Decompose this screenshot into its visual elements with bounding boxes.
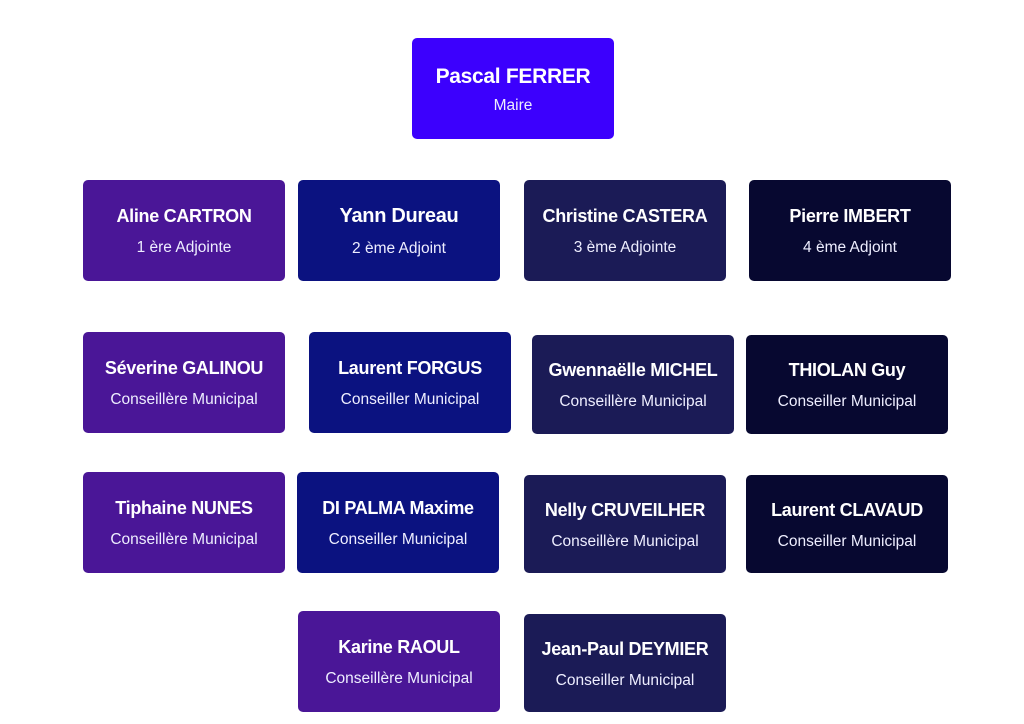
member-card: Laurent CLAVAUD Conseiller Municipal: [746, 475, 948, 573]
member-role: 2 ème Adjoint: [352, 240, 446, 257]
member-role: 3 ème Adjointe: [573, 239, 677, 256]
member-card: Karine RAOUL Conseillère Municipal: [298, 611, 500, 712]
member-role: Conseiller Municipal: [328, 531, 468, 548]
member-card: Séverine GALINOU Conseillère Municipal: [83, 332, 285, 433]
member-name: Laurent CLAVAUD: [771, 499, 923, 520]
member-name: DI PALMA Maxime: [322, 498, 474, 518]
member-role: Conseiller Municipal: [340, 391, 480, 408]
member-name: Aline CARTRON: [116, 206, 252, 226]
member-role: Maire: [493, 96, 533, 114]
member-card: DI PALMA Maxime Conseiller Municipal: [297, 472, 499, 573]
member-name: Pascal FERRER: [435, 64, 591, 88]
member-role: 4 ème Adjoint: [803, 239, 897, 256]
member-role: Conseillère Municipal: [325, 670, 473, 687]
member-card: Gwennaëlle MICHEL Conseillère Municipal: [532, 335, 734, 434]
member-role: Conseiller Municipal: [777, 393, 917, 410]
member-card: THIOLAN Guy Conseiller Municipal: [746, 335, 948, 434]
member-name: Pierre IMBERT: [789, 206, 911, 226]
member-name: Gwennaëlle MICHEL: [548, 360, 718, 380]
member-role: Conseiller Municipal: [777, 532, 917, 550]
member-name: THIOLAN Guy: [788, 360, 906, 380]
member-name: Jean-Paul DEYMIER: [541, 638, 709, 659]
member-card: Tiphaine NUNES Conseillère Municipal: [83, 472, 285, 573]
member-card: Laurent FORGUS Conseiller Municipal: [309, 332, 511, 433]
member-name: Christine CASTERA: [542, 206, 708, 226]
member-role: Conseiller Municipal: [555, 671, 695, 689]
mayor-card: Pascal FERRER Maire: [412, 38, 614, 139]
member-role: Conseillère Municipal: [551, 532, 699, 550]
member-card: Christine CASTERA 3 ème Adjointe: [524, 180, 726, 281]
member-role: Conseillère Municipal: [559, 393, 707, 410]
member-role: Conseillère Municipal: [110, 391, 258, 408]
member-card: Nelly CRUVEILHER Conseillère Municipal: [524, 475, 726, 573]
member-role: 1 ère Adjointe: [136, 239, 232, 256]
member-name: Tiphaine NUNES: [115, 498, 253, 518]
member-card: Aline CARTRON 1 ère Adjointe: [83, 180, 285, 281]
member-card: Pierre IMBERT 4 ème Adjoint: [749, 180, 951, 281]
member-name: Karine RAOUL: [338, 637, 460, 657]
member-name: Yann Dureau: [339, 205, 459, 227]
member-role: Conseillère Municipal: [110, 531, 258, 548]
member-name: Nelly CRUVEILHER: [544, 499, 706, 520]
member-card: Jean-Paul DEYMIER Conseiller Municipal: [524, 614, 726, 712]
member-name: Laurent FORGUS: [338, 358, 482, 378]
member-name: Séverine GALINOU: [104, 358, 264, 378]
member-card: Yann Dureau 2 ème Adjoint: [298, 180, 500, 281]
